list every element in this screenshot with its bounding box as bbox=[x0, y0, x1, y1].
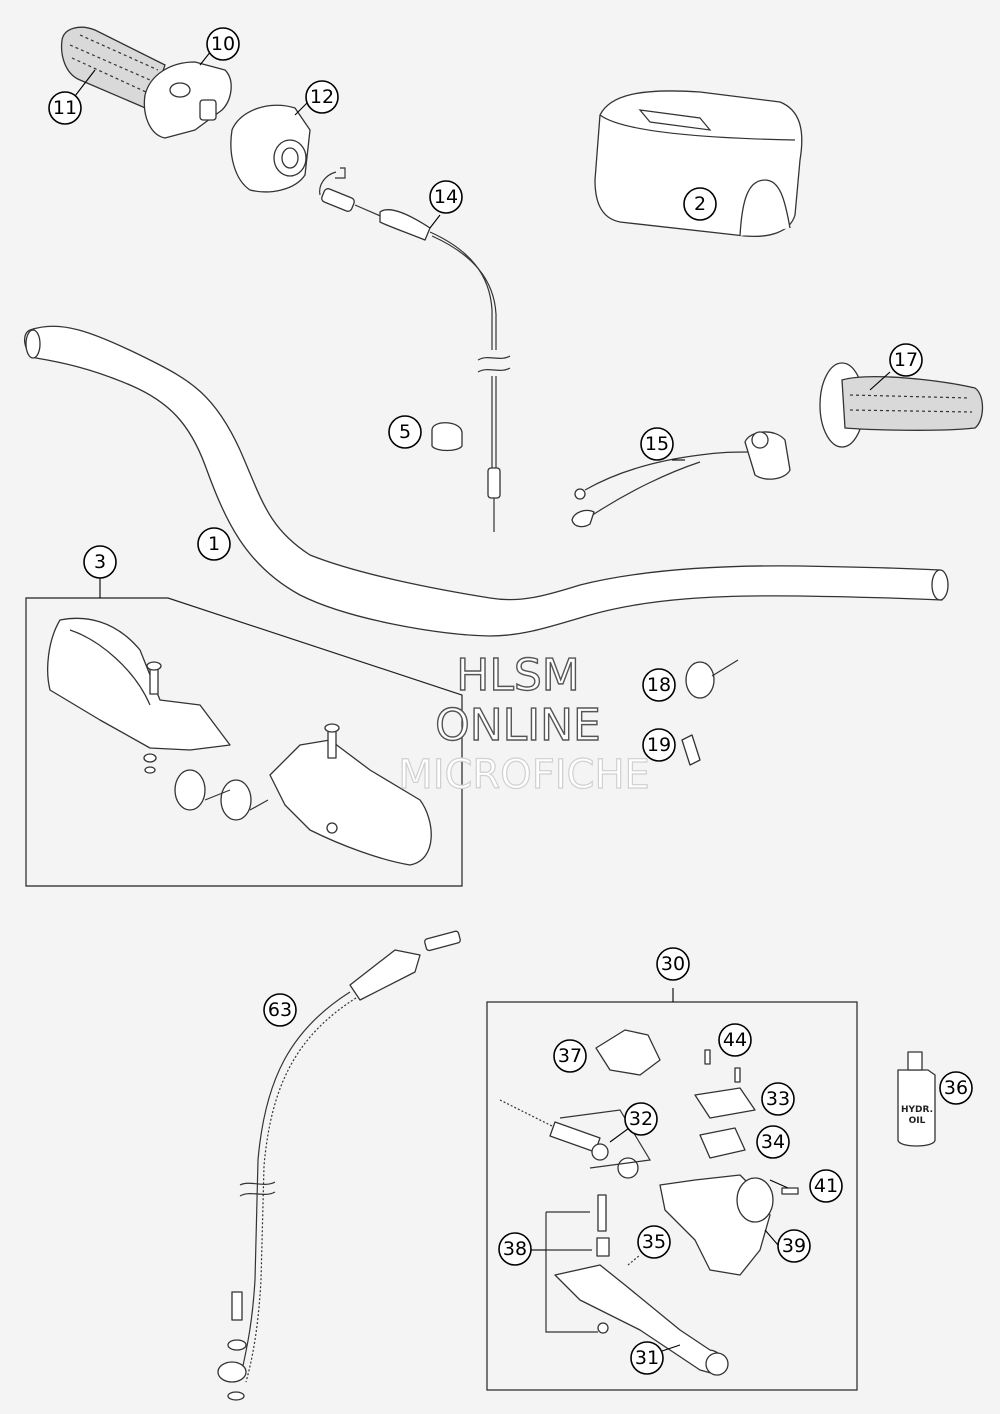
callout-14[interactable]: 14 bbox=[429, 180, 463, 214]
callout-33-label: 33 bbox=[766, 1088, 790, 1110]
callout-38-label: 38 bbox=[503, 1238, 527, 1260]
throttle-cover-part bbox=[230, 104, 311, 193]
callout-18-label: 18 bbox=[647, 674, 671, 696]
bottle-label-line1: HYDR. bbox=[901, 1105, 933, 1115]
throttle-grip-part bbox=[60, 26, 166, 111]
callout-5[interactable]: 5 bbox=[388, 415, 422, 449]
callout-31[interactable]: 31 bbox=[630, 1341, 664, 1375]
callout-37-label: 37 bbox=[558, 1045, 582, 1067]
watermark: HLSM ONLINE MICROFICHE bbox=[398, 649, 651, 798]
callout-3[interactable]: 3 bbox=[83, 545, 117, 579]
watermark-line1: HLSM bbox=[456, 650, 580, 701]
callout-17[interactable]: 17 bbox=[889, 343, 923, 377]
callout-2[interactable]: 2 bbox=[683, 187, 717, 221]
callout-37[interactable]: 37 bbox=[553, 1039, 587, 1073]
callout-36-label: 36 bbox=[944, 1077, 968, 1099]
callout-3-label: 3 bbox=[94, 551, 106, 573]
throttle-cable-part bbox=[319, 167, 511, 532]
callout-2-label: 2 bbox=[694, 193, 706, 215]
handlebar-part bbox=[23, 325, 949, 637]
callout-35[interactable]: 35 bbox=[637, 1225, 671, 1259]
callout-32[interactable]: 32 bbox=[624, 1102, 658, 1136]
callout-12-label: 12 bbox=[310, 86, 334, 108]
callout-32-label: 32 bbox=[629, 1108, 653, 1130]
bottle-label-line2: OIL bbox=[909, 1116, 926, 1126]
callout-11[interactable]: 11 bbox=[48, 91, 82, 125]
callout-44[interactable]: 44 bbox=[718, 1023, 752, 1057]
handlebar-pad-part bbox=[594, 90, 803, 238]
clip-part bbox=[431, 422, 463, 452]
callout-17-label: 17 bbox=[894, 349, 918, 371]
callout-19-label: 19 bbox=[647, 734, 671, 756]
callout-15[interactable]: 15 bbox=[640, 427, 674, 461]
watermark-line2: ONLINE bbox=[435, 700, 601, 751]
callout-5-label: 5 bbox=[399, 421, 411, 443]
left-grip-part bbox=[819, 362, 984, 448]
sleeve-part bbox=[681, 734, 701, 766]
callout-31-label: 31 bbox=[635, 1347, 659, 1369]
callout-19[interactable]: 19 bbox=[642, 728, 676, 762]
callout-10[interactable]: 10 bbox=[206, 27, 240, 61]
callout-63-label: 63 bbox=[268, 999, 292, 1021]
watermark-line3: MICROFICHE bbox=[398, 752, 650, 798]
callout-1-label: 1 bbox=[208, 533, 220, 555]
callout-12[interactable]: 12 bbox=[305, 80, 339, 114]
callout-15-label: 15 bbox=[645, 433, 669, 455]
callout-10-label: 10 bbox=[211, 33, 235, 55]
throttle-housing-part bbox=[143, 61, 232, 139]
brake-line-part bbox=[217, 930, 461, 1401]
callout-44-label: 44 bbox=[723, 1029, 747, 1051]
callouts: 10 11 12 14 2 17 5 15 1 3 18 19 30 63 44… bbox=[48, 27, 973, 1375]
hand-guard-kit-group bbox=[25, 597, 463, 887]
callout-34[interactable]: 34 bbox=[756, 1125, 790, 1159]
callout-36[interactable]: 36 bbox=[939, 1071, 973, 1105]
callout-30[interactable]: 30 bbox=[656, 947, 690, 981]
brake-master-cylinder-kit-group bbox=[486, 1001, 858, 1391]
callout-33[interactable]: 33 bbox=[761, 1082, 795, 1116]
callout-41[interactable]: 41 bbox=[809, 1169, 843, 1203]
callout-39[interactable]: 39 bbox=[777, 1229, 811, 1263]
cable-tie-part bbox=[685, 659, 739, 699]
callout-14-label: 14 bbox=[434, 186, 458, 208]
callout-63[interactable]: 63 bbox=[263, 993, 297, 1027]
hydraulic-oil-bottle-part: HYDR. OIL bbox=[897, 1051, 936, 1147]
kill-switch-part bbox=[571, 431, 791, 528]
callout-11-label: 11 bbox=[53, 97, 77, 119]
callout-30-label: 30 bbox=[661, 953, 685, 975]
callout-35-label: 35 bbox=[642, 1231, 666, 1253]
callout-34-label: 34 bbox=[761, 1131, 785, 1153]
callout-1[interactable]: 1 bbox=[197, 527, 231, 561]
callout-39-label: 39 bbox=[782, 1235, 806, 1257]
callout-18[interactable]: 18 bbox=[642, 668, 676, 702]
callout-38[interactable]: 38 bbox=[498, 1232, 532, 1266]
callout-41-label: 41 bbox=[814, 1175, 838, 1197]
